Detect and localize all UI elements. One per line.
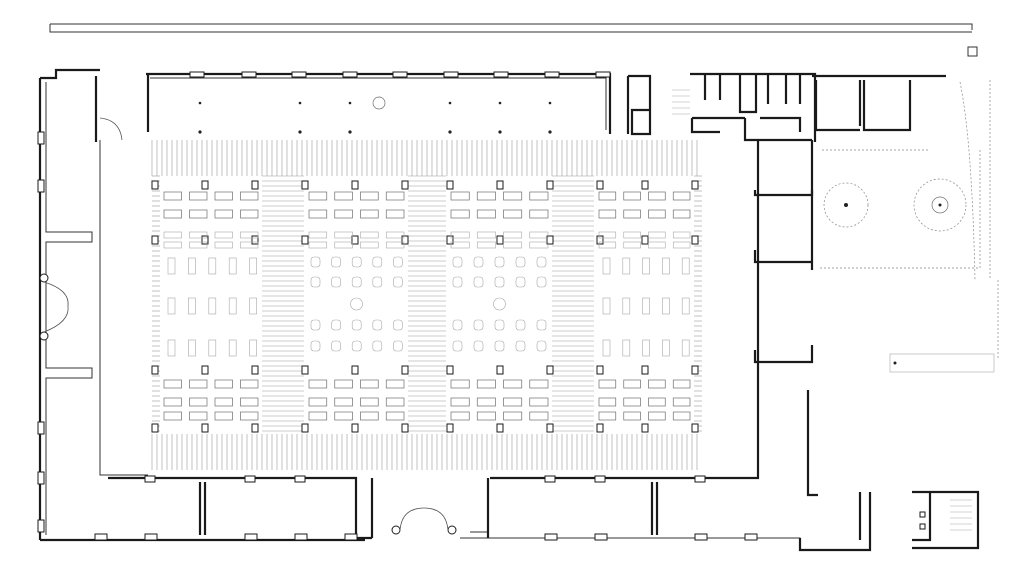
west-wall-columns	[37, 131, 45, 533]
north-wall-columns	[189, 71, 611, 110]
hall-floor-grid	[151, 101, 702, 433]
courtyard-garden	[820, 80, 999, 373]
south-entrance-door	[370, 478, 490, 538]
seating-zone-center-west	[308, 191, 405, 421]
seating-zone-center-east	[450, 191, 549, 421]
outer-walls	[38, 68, 980, 552]
seating-zone-east	[598, 191, 691, 421]
south-wall-columns	[94, 475, 758, 541]
hall-floor-grid-bottom	[151, 434, 698, 470]
title-border	[49, 23, 978, 57]
west-entrance-door	[39, 117, 123, 341]
service-stair	[672, 89, 972, 531]
seating-zone-west	[163, 191, 259, 421]
